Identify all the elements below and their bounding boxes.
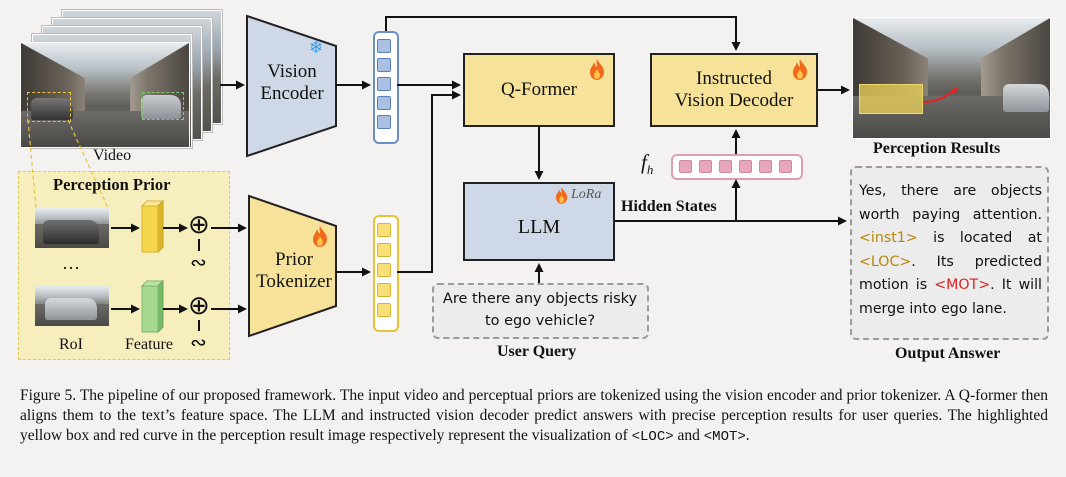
loc-highlight-box [859, 84, 923, 114]
roi-label: RoI [59, 336, 83, 353]
prior-tokenizer-label: Prior Tokenizer [256, 249, 332, 292]
output-answer-text: Yes, there are objects worth paying atte… [859, 183, 1042, 317]
vision-token [377, 96, 391, 110]
user-query-box [432, 283, 649, 339]
user-query-label: User Query [497, 343, 577, 360]
video-label: Video [93, 147, 132, 164]
f-h-label: fh [641, 150, 654, 178]
roi-box-green [142, 92, 184, 120]
plus-icon-top: ⊕ [188, 210, 210, 240]
video-frame-front [20, 42, 190, 148]
q-former-box [463, 53, 615, 127]
prior-token [377, 303, 391, 317]
hidden-state-token [699, 160, 712, 173]
output-answer-label: Output Answer [895, 345, 1001, 362]
llm-box [463, 182, 615, 261]
vision-token [377, 77, 391, 91]
hidden-state-token [739, 160, 752, 173]
instructed-decoder-label: Instructed Vision Decoder [674, 68, 794, 111]
instructed-decoder-box [650, 53, 818, 127]
perception-results-label: Perception Results [873, 140, 1001, 157]
mot-curve [922, 87, 959, 103]
hidden-state-token [779, 160, 792, 173]
perception-prior-panel [18, 171, 230, 360]
perception-prior-title: Perception Prior [53, 175, 171, 194]
prior-token [377, 223, 391, 237]
vision-token [377, 39, 391, 53]
lora-label: LoRa [571, 187, 602, 202]
flame-icon [590, 59, 604, 80]
vision-token [377, 115, 391, 129]
flame-icon [556, 187, 568, 204]
q-former-label: Q-Former [501, 79, 577, 101]
roi-crop-top [35, 208, 109, 248]
wave-icon-top: ∾ [190, 250, 207, 274]
figure-caption: Figure 5. The pipeline of our proposed f… [20, 387, 1048, 445]
plus-icon-bottom: ⊕ [188, 291, 210, 321]
prior-token [377, 243, 391, 257]
flame-icon [313, 226, 327, 247]
hidden-state-token [719, 160, 732, 173]
hidden-state-token [679, 160, 692, 173]
feature-label: Feature [125, 336, 173, 353]
vision-encoder-label: Vision Encoder [260, 61, 324, 104]
llm-label: LLM [517, 216, 561, 238]
hidden-state-token [759, 160, 772, 173]
output-answer-box [850, 166, 1049, 340]
flame-icon [793, 59, 807, 80]
hidden-states-label: Hidden States [621, 198, 717, 215]
perception-result-image [852, 17, 1051, 139]
snowflake-icon: ❄ [309, 38, 324, 58]
vision-token [377, 58, 391, 72]
roi-crop-bottom [35, 286, 109, 326]
prior-token [377, 263, 391, 277]
roi-ellipsis: … [62, 253, 80, 273]
user-query-text: Are there any objects risky to ego vehic… [442, 291, 638, 329]
wave-icon-bottom: ∾ [190, 330, 207, 354]
prior-token [377, 283, 391, 297]
roi-box-yellow [27, 92, 71, 122]
